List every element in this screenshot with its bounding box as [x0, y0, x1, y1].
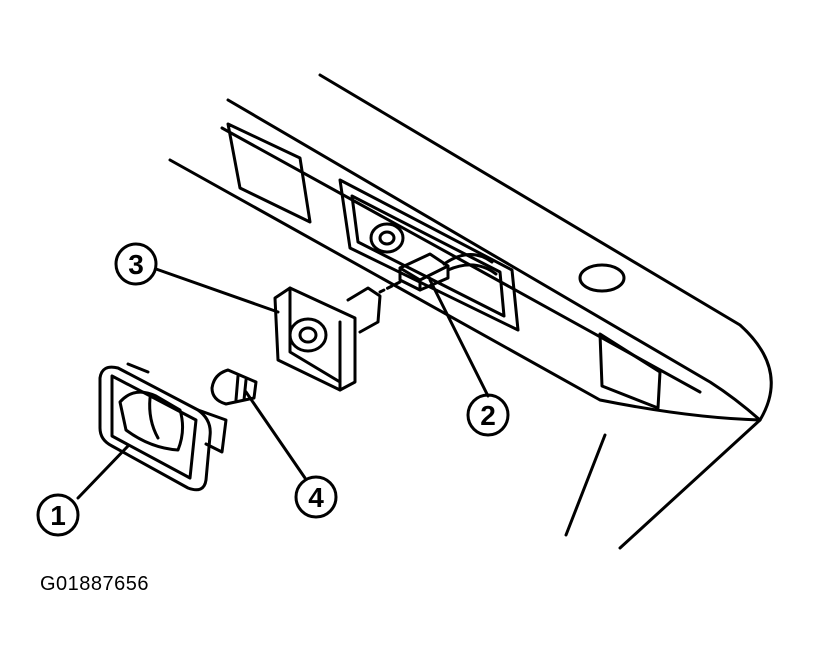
- callout-circle-2: [466, 393, 510, 437]
- callout-label-1: 1: [50, 500, 66, 531]
- connector-2: [378, 252, 498, 294]
- callout-label-4: 4: [308, 482, 324, 513]
- callout-label-3: 3: [128, 249, 144, 280]
- callout-circle-4: [294, 475, 338, 519]
- panel-oval-hole: [578, 263, 626, 293]
- bulb-4: [210, 368, 258, 406]
- callout-label-2: 2: [480, 400, 496, 431]
- socket-housing-3: [273, 286, 382, 392]
- leader-line-4: [244, 390, 307, 480]
- callout-circle-1: [36, 493, 80, 537]
- left-recess: [226, 122, 312, 224]
- right-recess: [598, 332, 662, 410]
- leader-line-1: [76, 444, 130, 500]
- figure-id: G01887656: [40, 573, 150, 595]
- lens-cover-1: [98, 362, 228, 492]
- leader-line-3: [154, 267, 280, 314]
- lamp-opening: [338, 178, 520, 332]
- callout-circle-3: [114, 242, 158, 286]
- mounting-screw: [369, 222, 405, 254]
- leader-line-2: [428, 278, 490, 398]
- bumper-panel: [168, 73, 773, 550]
